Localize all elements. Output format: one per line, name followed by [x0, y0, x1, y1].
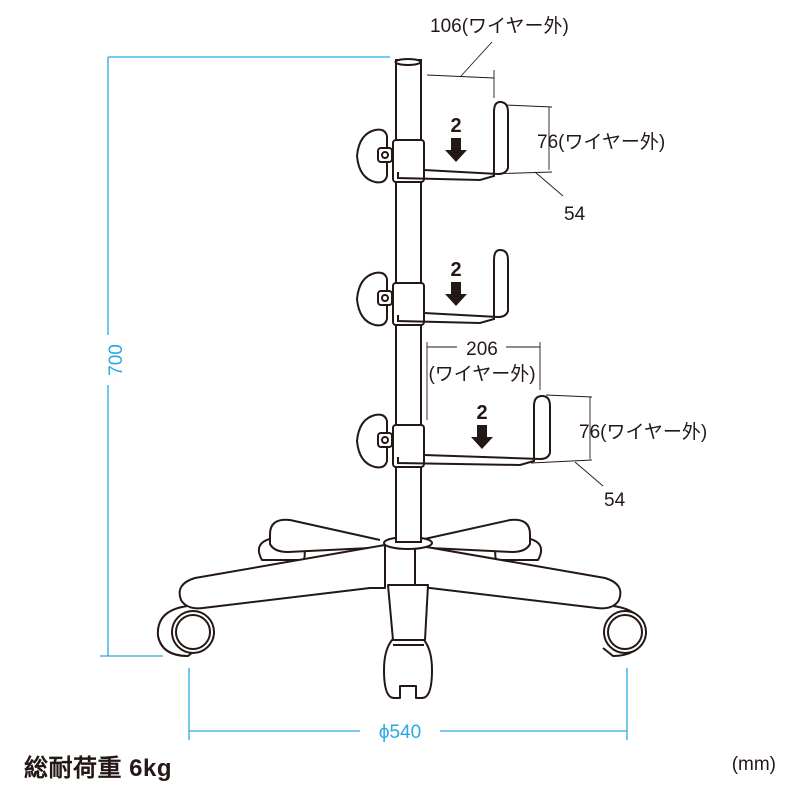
load-arrow-top: 2: [445, 115, 467, 162]
load-arrow-middle: 2: [445, 259, 467, 306]
total-load-label: 総耐荷重 6kg: [24, 755, 173, 782]
load-arrow-bottom: 2: [471, 402, 493, 449]
height-dimension: [100, 56, 390, 657]
svg-text:2: 2: [450, 259, 461, 281]
top-hook-height-label: 76(ワイヤー外): [537, 131, 665, 153]
unit-label: (mm): [731, 754, 776, 775]
bottom-hook-width-note: (ワイヤー外): [428, 363, 535, 385]
star-base: [156, 518, 647, 699]
hook-middle: [355, 248, 509, 327]
bottom-hook-height-label: 76(ワイヤー外): [579, 421, 707, 443]
top-hook-depth-label: 54: [564, 204, 586, 225]
diameter-label: ϕ540: [379, 722, 421, 743]
svg-text:2: 2: [450, 115, 461, 137]
diameter-dimension: [188, 668, 628, 740]
hook-bottom: [355, 394, 551, 469]
bottom-hook-depth-label: 54: [604, 490, 626, 511]
svg-text:2: 2: [476, 402, 487, 424]
hook-dimension-lines: [426, 41, 604, 487]
top-hook-width-label: 106(ワイヤー外): [430, 15, 569, 37]
height-label: 700: [106, 344, 127, 376]
hook-top: [355, 100, 509, 184]
bottom-hook-width-value: 206: [466, 339, 498, 360]
